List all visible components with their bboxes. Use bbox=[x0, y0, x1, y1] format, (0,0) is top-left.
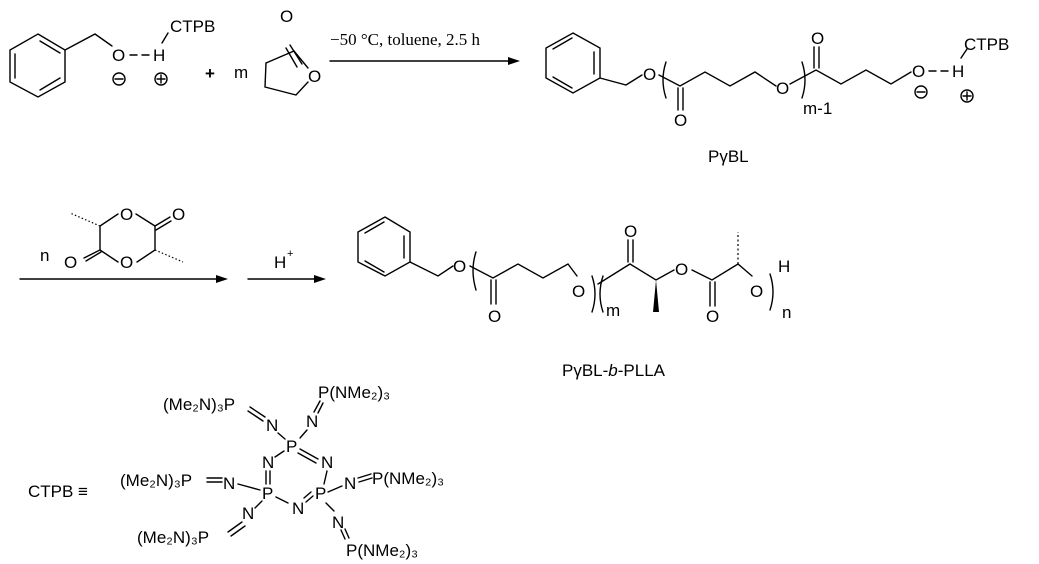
ring-oxygen-label: O bbox=[308, 67, 321, 86]
exo-nitrogen-label: N bbox=[332, 513, 344, 532]
ctpb-phosphazene-structure: P N P N P N N (Me₂N)₃P N P(NMe₂)₃ (Me₂N)… bbox=[120, 383, 444, 560]
reaction-arrow-2 bbox=[19, 275, 228, 283]
repeat-index-n: n bbox=[782, 303, 791, 322]
ring-phosphorus-label: P bbox=[262, 484, 273, 503]
negative-charge-icon bbox=[914, 85, 928, 99]
gamma-butyrolactone: O O bbox=[264, 7, 321, 96]
benzyl-alkoxide-ctpb-complex: O H CTPB bbox=[9, 17, 215, 98]
ring-oxygen-label: O bbox=[120, 205, 133, 224]
ctpb-label: CTPB bbox=[170, 17, 215, 36]
carbonyl-oxygen-label: O bbox=[64, 253, 77, 272]
carbonyl-oxygen-label: O bbox=[706, 307, 719, 326]
hydrogen-label: H bbox=[153, 46, 165, 65]
substituent-label: (Me₂N)₃P bbox=[120, 471, 192, 490]
substituent-label: (Me₂N)₃P bbox=[163, 395, 235, 414]
monomer-coefficient: m bbox=[234, 63, 248, 82]
ester-oxygen-label: O bbox=[572, 282, 585, 301]
substituent-label: P(NMe₂)₃ bbox=[372, 469, 444, 488]
repeat-index-m: m bbox=[606, 301, 620, 320]
alkoxide-oxygen-label: O bbox=[912, 62, 925, 81]
hydrogen-label: H bbox=[952, 62, 964, 81]
repeat-index-m-1: m-1 bbox=[803, 99, 832, 118]
ring-nitrogen-label: N bbox=[292, 499, 304, 518]
acid-label: H bbox=[274, 253, 286, 272]
carbonyl-oxygen-label: O bbox=[280, 7, 293, 26]
negative-charge-icon bbox=[112, 72, 126, 86]
ring-nitrogen-label: N bbox=[262, 453, 274, 472]
pgbl-b-plla-product: O O O m O O O O H n bbox=[357, 216, 791, 326]
ctpb-label: CTPB bbox=[964, 35, 1009, 54]
ester-oxygen-label: O bbox=[453, 257, 466, 276]
ctpb-definition-label: CTPB ≡ bbox=[28, 482, 88, 501]
positive-charge-icon bbox=[154, 72, 168, 86]
ring-phosphorus-label: P bbox=[315, 484, 326, 503]
carbonyl-oxygen-label: O bbox=[172, 205, 185, 224]
carbonyl-oxygen-label: O bbox=[674, 111, 687, 130]
positive-charge-icon bbox=[960, 89, 974, 103]
reaction-conditions: −50 °C, toluene, 2.5 h bbox=[330, 30, 481, 49]
ester-oxygen-label: O bbox=[776, 79, 789, 98]
ester-oxygen-label: O bbox=[643, 65, 656, 84]
ring-oxygen-label: O bbox=[120, 253, 133, 272]
exo-nitrogen-label: N bbox=[266, 416, 278, 435]
wedge-methyl bbox=[653, 280, 659, 312]
substituent-label: P(NMe₂)₃ bbox=[346, 541, 418, 560]
ester-oxygen-label: O bbox=[675, 260, 688, 279]
terminal-oxygen-label: O bbox=[750, 282, 763, 301]
acid-charge: + bbox=[287, 248, 293, 260]
lactide-coefficient: n bbox=[40, 246, 49, 265]
reaction-arrow-3 bbox=[247, 275, 326, 283]
pgbl-label: PγBL bbox=[708, 147, 749, 166]
carbonyl-oxygen-label: O bbox=[488, 307, 501, 326]
substituent-label: P(NMe₂)₃ bbox=[318, 383, 390, 402]
exo-nitrogen-label: N bbox=[223, 474, 235, 493]
pgbl-b-plla-label: PγBL-b-PLLA bbox=[562, 361, 666, 380]
pgbl-product: O O O m-1 O O H CTPB bbox=[545, 29, 1009, 130]
oxygen-label: O bbox=[112, 46, 125, 65]
exo-nitrogen-label: N bbox=[344, 474, 356, 493]
carbonyl-oxygen-label: O bbox=[624, 222, 637, 241]
terminal-hydrogen-label: H bbox=[778, 257, 790, 276]
exo-nitrogen-label: N bbox=[306, 412, 318, 431]
ring-nitrogen-label: N bbox=[321, 453, 333, 472]
substituent-label: (Me₂N)₃P bbox=[137, 528, 209, 547]
carbonyl-oxygen-label: O bbox=[811, 29, 824, 48]
l-lactide: O O O O bbox=[64, 205, 185, 272]
reaction-arrow-1 bbox=[329, 57, 520, 65]
ring-phosphorus-label: P bbox=[286, 437, 297, 456]
exo-nitrogen-label: N bbox=[242, 504, 254, 523]
plus-sign: + bbox=[205, 64, 215, 83]
benzene-ring bbox=[9, 33, 66, 98]
